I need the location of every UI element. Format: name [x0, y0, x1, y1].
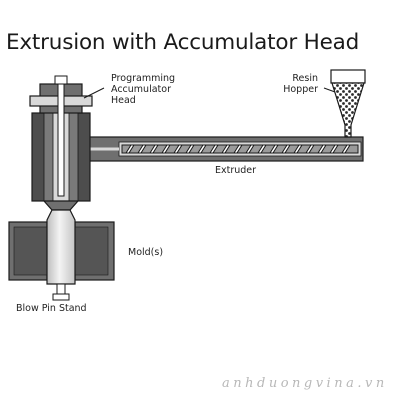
diagram-title: Extrusion with Accumulator Head	[6, 30, 360, 55]
blow-pin-stand-label: Blow Pin Stand	[16, 303, 87, 314]
parison	[46, 209, 76, 285]
molds-label: Mold(s)	[128, 247, 164, 258]
resin-label-line-2: Hopper	[283, 84, 318, 95]
programming-label-line-3: Head	[111, 95, 136, 106]
programming-accumulator-head-label: Programming Accumulator Head	[111, 73, 175, 106]
die-nozzle	[42, 200, 80, 211]
leader-lines	[83, 87, 336, 99]
programming-label-line-1: Programming	[111, 73, 176, 84]
blow-pin-stand	[52, 283, 70, 301]
mold-halves	[8, 221, 115, 281]
programming-rod	[54, 75, 68, 197]
watermark: anhduongvina.vn	[222, 376, 388, 391]
resin-label-line-1: Resin	[292, 73, 318, 84]
resin-hopper	[330, 69, 366, 138]
resin-hopper-label: Resin Hopper	[268, 73, 318, 95]
extruder-screw	[121, 144, 359, 154]
programming-label-line-2: Accumulator	[111, 84, 171, 95]
extruder-label: Extruder	[215, 165, 257, 176]
